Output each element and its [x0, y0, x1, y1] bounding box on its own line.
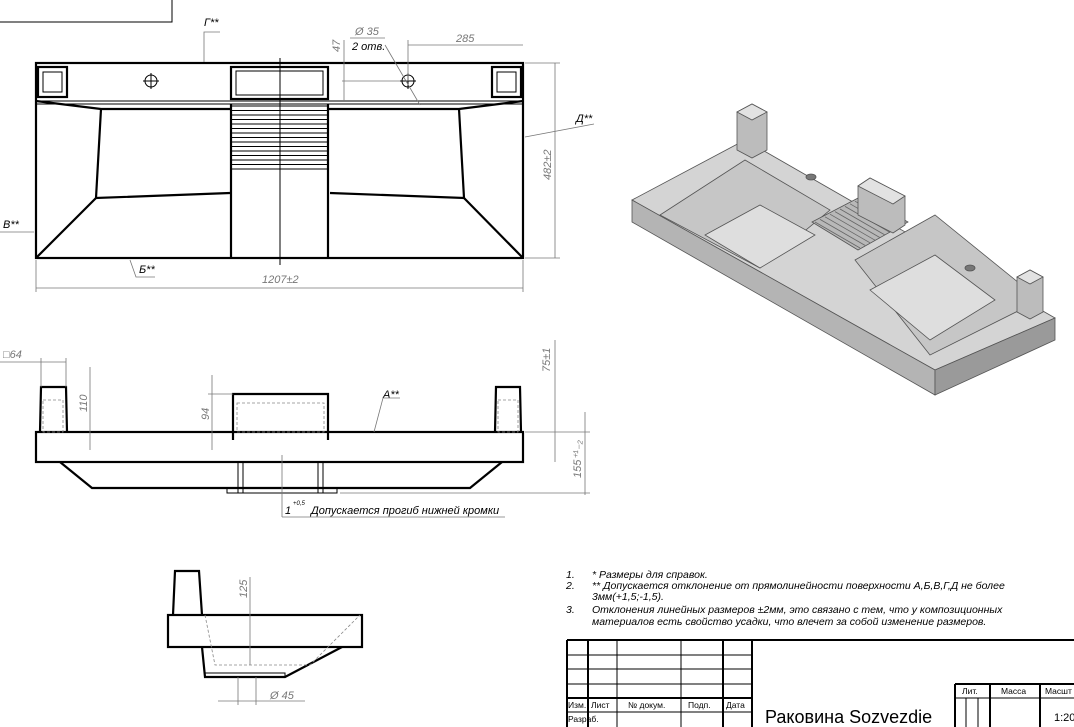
front-view: 1 +0,5 Допускается прогиб нижней кромки … [0, 340, 590, 518]
post-left [36, 65, 69, 99]
sag-value: 1 [285, 505, 291, 517]
col-scale: Масшт [1045, 686, 1072, 696]
iso-rib-line [824, 216, 871, 244]
col-mass: Масса [1001, 686, 1026, 696]
post-size: □64 [3, 349, 22, 361]
col-date: Дата [726, 700, 745, 710]
note-3-text-cont: материалов есть свойство усадки, что вле… [592, 616, 986, 628]
frame-corner [0, 0, 173, 23]
note-2-number: 2. [565, 580, 575, 592]
note-3-text: Отклонения линейных размеров ±2мм, это с… [592, 604, 1003, 616]
col-doc: № докум. [628, 700, 665, 710]
dim-285: 285 [455, 33, 475, 45]
note-2-text-cont: 3мм(+1,5;-1,5). [592, 591, 664, 603]
sag-note: Допускается прогиб нижней кромки [309, 505, 499, 517]
note-1-number: 1. [566, 569, 575, 581]
scale-value: 1:20 [1054, 712, 1074, 724]
side-view: 125 Ø 45 [166, 569, 364, 705]
front-slab [34, 430, 525, 464]
faucet-hole-left [143, 73, 159, 89]
dim-75: 75±1 [541, 348, 553, 372]
col-list: Лист [591, 700, 610, 710]
dim-94: 94 [200, 408, 212, 420]
label-b: Б** [139, 264, 155, 276]
notes: 1. * Размеры для справок. 2. ** Допускае… [565, 569, 1005, 628]
isometric-view [631, 103, 1056, 396]
hole-count: 2 отв. [351, 41, 385, 53]
drain-diameter: Ø 45 [269, 690, 295, 702]
note-3-number: 3. [566, 604, 575, 616]
sag-tolerance: +0,5 [293, 501, 306, 507]
note-1-text: * Размеры для справок. [592, 569, 708, 581]
iso-rib-line [819, 219, 866, 246]
label-a: А** [382, 389, 400, 401]
row-developer: Разраб. [568, 714, 599, 724]
side-slab [166, 613, 364, 649]
dim-width: 1207±2 [262, 274, 299, 286]
iso-rib-line [834, 211, 881, 238]
drawing-title: Раковина Sozvezdie [765, 707, 932, 727]
title-block: Изм. Лист № докум. Подп. Дата Разраб. Ра… [566, 639, 1074, 727]
dim-110: 110 [78, 394, 90, 412]
dim-125: 125 [238, 579, 250, 598]
label-g: Г** [204, 17, 219, 29]
dim-depth: 482±2 [542, 149, 554, 180]
hole-diameter: Ø 35 [354, 26, 380, 38]
dim-47: 47 [331, 39, 343, 52]
col-izm: Изм. [568, 700, 586, 710]
iso-rib-line [829, 213, 876, 241]
col-sign: Подп. [688, 700, 711, 710]
iso-rib-line [839, 208, 886, 236]
iso-rib-line [814, 221, 861, 249]
label-v: В** [3, 219, 20, 231]
col-lit: Лит. [962, 686, 978, 696]
label-d: Д** [574, 113, 593, 125]
dim-155: 155⁺¹₋₂ [572, 439, 584, 478]
note-2-text: ** Допускается отклонение от прямолинейн… [592, 580, 1005, 592]
top-view: 1207±2 482±2 285 47 Ø 35 2 отв. Г** Д** … [0, 17, 595, 292]
post-right [490, 65, 523, 99]
